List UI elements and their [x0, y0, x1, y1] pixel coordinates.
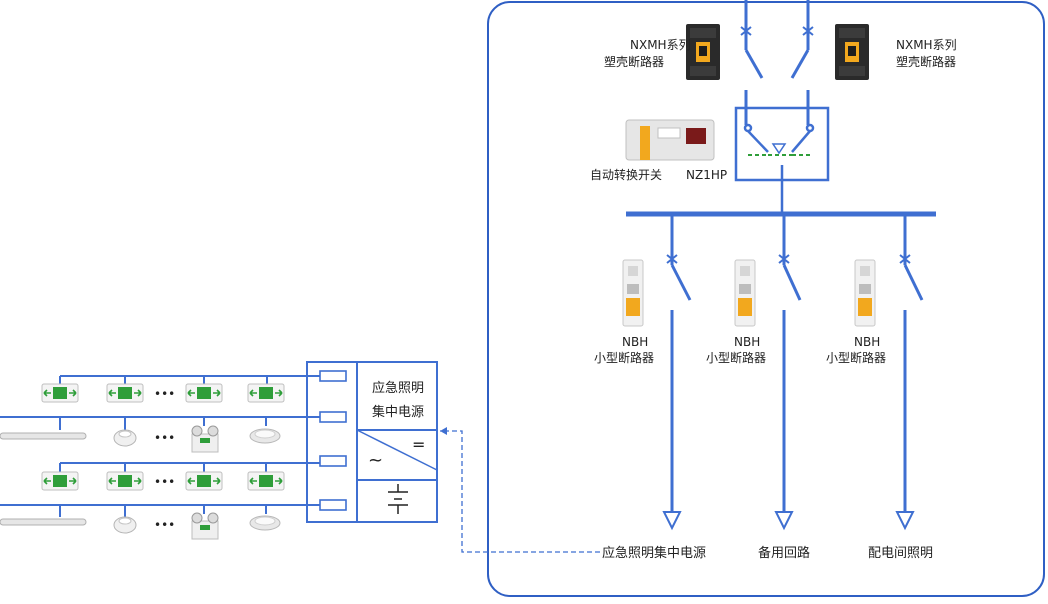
exit-sign-icon: [106, 383, 144, 403]
ats-image: [625, 119, 715, 161]
twin-spot-lamp-icon: [191, 425, 219, 453]
eps-label-line2: 集中电源: [372, 404, 424, 420]
output-emergency-label: 应急照明集中电源: [602, 545, 706, 561]
mccb-right-series: NXMH系列: [896, 38, 957, 52]
branch-circuits: [670, 214, 924, 512]
mccb-left-desc: 塑壳断路器: [604, 54, 664, 69]
arrow-terminal-icon: [662, 511, 915, 531]
mcb-1-desc: 小型断路器: [594, 350, 654, 365]
mccb-image-left: [686, 24, 720, 80]
output-backup-label: 备用回路: [758, 545, 810, 561]
exit-sign-icon: [247, 471, 285, 491]
exit-sign-icon: [41, 471, 79, 491]
mcb-2-desc: 小型断路器: [706, 350, 766, 365]
mcb-3-desc: 小型断路器: [826, 350, 886, 365]
ellipsis-row3: •••: [154, 475, 175, 489]
ats-model: NZ1HP: [686, 168, 727, 182]
ellipsis-row2: •••: [154, 431, 175, 445]
mcb-image-1: [622, 259, 644, 327]
mcb-2-model: NBH: [734, 335, 760, 349]
exit-sign-icon: [106, 471, 144, 491]
eps-cabinet: [306, 361, 438, 523]
downlight-icon: [249, 515, 281, 531]
exit-sign-icon: [185, 383, 223, 403]
mcb-image-3: [854, 259, 876, 327]
tube-light-icon: [0, 518, 87, 526]
downlight-icon: [249, 428, 281, 444]
battery-icon: [388, 484, 408, 514]
incoming-feeders: [744, 0, 810, 125]
exit-sign-icon: [247, 383, 285, 403]
ellipsis-row1: •••: [154, 387, 175, 401]
smoke-detector-icon: [113, 429, 137, 447]
ellipsis-row4: •••: [154, 518, 175, 532]
mcb-1-model: NBH: [622, 335, 648, 349]
twin-spot-lamp-icon: [191, 512, 219, 540]
smoke-detector-icon: [113, 516, 137, 534]
mccb-right-desc: 塑壳断路器: [896, 54, 956, 69]
eps-label-line1: 应急照明: [372, 380, 424, 396]
mccb-left-series: NXMH系列: [630, 38, 691, 52]
mcb-3-model: NBH: [854, 335, 880, 349]
exit-sign-icon: [41, 383, 79, 403]
eps-feed-line: [440, 430, 600, 553]
mcb-image-2: [734, 259, 756, 327]
exit-sign-icon: [185, 471, 223, 491]
eps-dc-symbol: =: [412, 435, 425, 454]
output-distribution-label: 配电间照明: [868, 546, 933, 561]
mccb-image-right: [835, 24, 869, 80]
lighting-circuits: [0, 375, 320, 517]
eps-ac-symbol: ~: [368, 450, 383, 471]
tube-light-icon: [0, 432, 87, 440]
ats-desc: 自动转换开关: [590, 167, 662, 182]
distribution-panel-border: [487, 1, 1045, 597]
fuse-blocks: [319, 370, 347, 511]
